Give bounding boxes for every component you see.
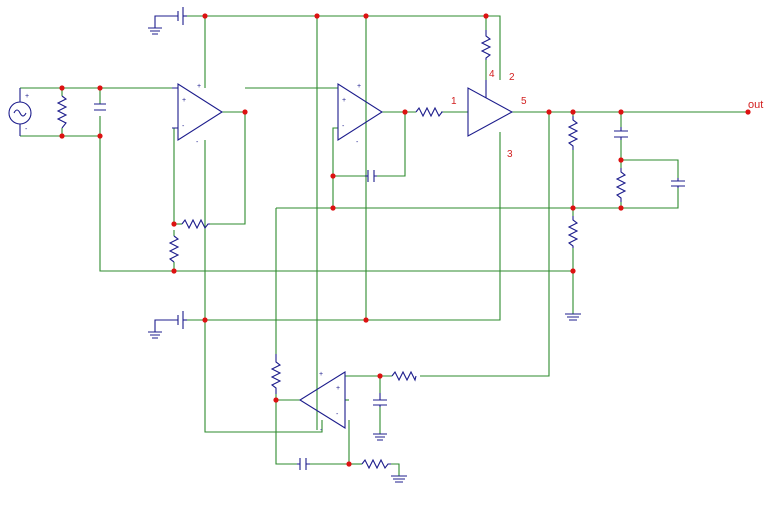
output-divider-upper-resistor (567, 116, 579, 150)
pin-4-label: 4 (489, 69, 495, 80)
ac-voltage-source: + - (8, 88, 32, 136)
op-amp-2-plus: + (342, 97, 346, 104)
pin-1-label: 1 (451, 96, 457, 107)
op-amp-3-input-resistor (391, 370, 417, 382)
op-amp-2-feedback-capacitor (365, 170, 377, 182)
op-amp-2-vminus: - (356, 139, 359, 146)
op-amp-2: + - + - (337, 82, 384, 146)
op-amp-3-output-resistor (270, 354, 282, 394)
wires (20, 15, 748, 476)
input-shunt-resistor (56, 95, 68, 129)
op-amp-3: + - + - (298, 371, 346, 434)
output-filter-capacitor (614, 127, 628, 140)
junction-dots (59, 13, 751, 467)
pin-3-label: 3 (507, 149, 513, 160)
op-amp-3-plus: + (336, 385, 340, 392)
input-capacitor (94, 103, 106, 111)
output-bypass-capacitor (671, 178, 685, 188)
op-amp-3-vminus: - (320, 427, 323, 434)
output-divider-lower-resistor (567, 216, 579, 248)
op-amp-1-vminus: - (196, 139, 199, 146)
op-amp-3-ground-resistor (361, 458, 407, 483)
op-amp-1-minus: - (182, 123, 185, 130)
pin-2-label: 2 (509, 72, 515, 83)
output-label: out (748, 99, 763, 111)
op-amp-2-vplus: + (357, 83, 361, 90)
output-buffer (467, 80, 514, 137)
middle-supply-battery (148, 311, 187, 339)
output-ground (565, 313, 581, 321)
op-amp-1: + - + - (172, 82, 224, 146)
op-amp-1-gain-resistor (168, 235, 180, 263)
buffer-input-resistor (415, 106, 443, 118)
pin-5-label: 5 (521, 96, 527, 107)
source-minus-sign: - (25, 126, 28, 133)
op-amp-1-vplus: + (197, 83, 201, 90)
source-plus-sign: + (25, 93, 29, 100)
op-amp-2-minus: - (342, 123, 345, 130)
output-filter-resistor (615, 168, 627, 202)
top-supply-battery (148, 7, 187, 35)
op-amp-3-minus: - (336, 411, 339, 418)
op-amp-1-feedback-resistor (181, 218, 210, 230)
buffer-pin4-resistor (480, 30, 492, 60)
op-amp-3-vplus: + (319, 371, 323, 378)
op-amp-1-plus: + (182, 97, 186, 104)
op-amp-3-input-capacitor (373, 393, 387, 441)
op-amp-3-feedback-capacitor (297, 458, 310, 470)
